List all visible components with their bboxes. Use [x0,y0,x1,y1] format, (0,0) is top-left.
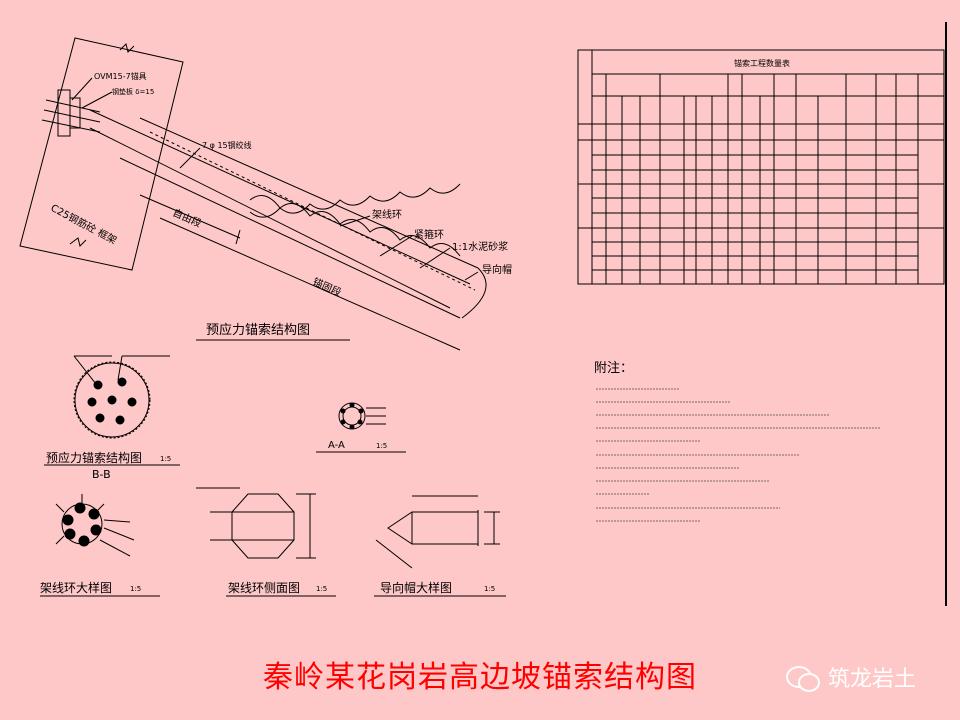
section-aa [316,402,406,453]
notes-lines [596,388,880,522]
label-anchor-section: 锚固段 [311,275,344,299]
cable-lower [89,127,451,309]
label-binding-ring: 紧箍环 [414,228,444,241]
quantity-table [577,49,945,285]
section-bb-scale: 1:5 [160,455,171,463]
cap-detail-title: 导向帽大样图 [380,580,452,595]
label-anchor-head: OVM15-7锚具 [94,71,147,81]
label-spacer-ring: 架线环 [372,208,402,221]
label-frame: C25钢筋砼 框架 [49,201,119,247]
main-title: 秦岭某花岗岩高边坡锚索结构图 [263,660,697,695]
spacer-side-scale: 1:5 [316,585,327,593]
brand-watermark: 筑龙岩土 [786,660,916,694]
spacer-side-title: 架线环侧面图 [228,581,300,595]
brand-name: 筑龙岩土 [828,667,917,692]
section-bb [44,355,180,466]
section-aa-title: A-A [328,440,345,451]
concrete-frame [19,37,184,271]
spacer-detail-scale: 1:5 [130,585,141,593]
label-strand: 7 φ 15钢绞线 [202,140,252,150]
section-bb-sub: B-B [92,468,111,481]
guide-cap-detail [374,495,506,597]
label-grout: 1:1水泥砂浆 [452,240,508,253]
spacer-ring-side [196,487,336,597]
label-free-section: 自由段 [171,206,204,230]
section-aa-scale: 1:5 [376,442,387,450]
anchor-section-wave [249,195,461,257]
spacer-ring-detail [40,494,160,597]
label-guide-cap: 导向帽 [482,263,512,276]
section-bb-title: 预应力锚索结构图 [46,450,142,465]
main-structure-title: 预应力锚索结构图 [206,322,310,338]
main-anchor-drawing [19,37,487,351]
cable-upper [89,109,471,285]
label-steel-plate: 钢垫板 δ=15 [112,87,154,96]
wechat-icon [786,664,820,692]
cap-detail-scale: 1:5 [484,585,495,593]
spacer-detail-title: 架线环大样图 [40,580,112,595]
table-header-title: 锚索工程数量表 [734,58,790,68]
guide-cap-shape [461,267,487,319]
notes-heading: 附注： [594,361,633,376]
